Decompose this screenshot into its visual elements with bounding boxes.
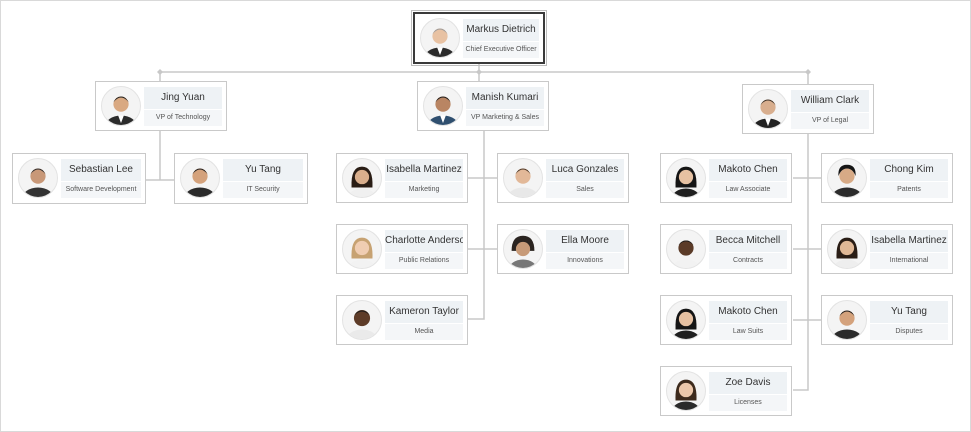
avatar	[18, 158, 58, 198]
person-title: Marketing	[385, 182, 463, 198]
person-name: Sebastian Lee	[61, 159, 141, 181]
person-name: Kameron Taylor	[385, 301, 463, 323]
avatar	[503, 158, 543, 198]
person-title: International	[870, 253, 948, 269]
org-node-mkt-2[interactable]: Charlotte Anderson Public Relations	[336, 224, 468, 274]
person-photo-icon	[508, 235, 538, 268]
avatar	[342, 300, 382, 340]
org-node-legal-4[interactable]: Makoto Chen Law Suits	[660, 295, 792, 345]
person-name: Becca Mitchell	[709, 230, 787, 252]
person-photo-icon	[671, 240, 701, 268]
person-title: Law Suits	[709, 324, 787, 340]
person-photo-icon	[427, 96, 459, 125]
person-title: IT Security	[223, 182, 303, 198]
person-name: Markus Dietrich	[463, 19, 539, 41]
org-node-legal-2[interactable]: Becca Mitchell Contracts	[660, 224, 792, 274]
person-title: VP of Technology	[144, 110, 222, 126]
org-node-vp-tech[interactable]: Jing Yuan VP of Technology	[95, 81, 227, 131]
org-node-vp-marketing[interactable]: Manish Kumari VP Marketing & Sales	[417, 81, 549, 131]
person-name: Luca Gonzales	[546, 159, 624, 181]
avatar	[342, 229, 382, 269]
avatar	[423, 86, 463, 126]
org-node-legal-0[interactable]: Makoto Chen Law Associate	[660, 153, 792, 203]
person-photo-icon	[105, 96, 137, 125]
person-photo-icon	[184, 168, 216, 197]
org-node-mkt-0[interactable]: Isabella Martinez Marketing	[336, 153, 468, 203]
person-name: Charlotte Anderson	[385, 230, 463, 252]
person-title: Sales	[546, 182, 624, 198]
person-title: Chief Executive Officer	[463, 42, 539, 58]
person-name: Zoe Davis	[709, 372, 787, 394]
avatar	[503, 229, 543, 269]
person-name: Isabella Martinez	[870, 230, 948, 252]
person-title: VP of Legal	[791, 113, 869, 129]
avatar	[420, 18, 460, 58]
person-photo-icon	[831, 164, 863, 197]
org-node-ceo[interactable]: Markus Dietrich Chief Executive Officer	[411, 10, 547, 66]
person-title: Public Relations	[385, 253, 463, 269]
person-photo-icon	[424, 28, 456, 57]
person-photo-icon	[347, 166, 377, 197]
person-photo-icon	[347, 237, 377, 268]
person-title: VP Marketing & Sales	[466, 110, 544, 126]
person-photo-icon	[752, 99, 784, 128]
person-photo-icon	[832, 237, 862, 268]
avatar	[342, 158, 382, 198]
person-name: William Clark	[791, 90, 869, 112]
person-name: Ella Moore	[546, 230, 624, 252]
person-photo-icon	[507, 168, 539, 197]
person-name: Yu Tang	[223, 159, 303, 181]
person-photo-icon	[346, 310, 378, 339]
person-title: Patents	[870, 182, 948, 198]
avatar	[666, 229, 706, 269]
person-photo-icon	[22, 168, 54, 197]
person-name: Chong Kim	[870, 159, 948, 181]
person-title: Media	[385, 324, 463, 340]
person-title: Licenses	[709, 395, 787, 411]
person-title: Software Development	[61, 182, 141, 198]
person-title: Innovations	[546, 253, 624, 269]
person-title: Disputes	[870, 324, 948, 340]
org-node-mkt-3[interactable]: Ella Moore Innovations	[497, 224, 629, 274]
avatar	[827, 229, 867, 269]
avatar	[827, 158, 867, 198]
person-title: Contracts	[709, 253, 787, 269]
org-node-vp-legal[interactable]: William Clark VP of Legal	[742, 84, 874, 134]
person-photo-icon	[671, 308, 701, 339]
person-title: Law Associate	[709, 182, 787, 198]
person-name: Manish Kumari	[466, 87, 544, 109]
avatar	[180, 158, 220, 198]
avatar	[748, 89, 788, 129]
org-node-tech-0[interactable]: Sebastian Lee Software Development	[12, 153, 146, 204]
avatar	[666, 158, 706, 198]
person-name: Makoto Chen	[709, 301, 787, 323]
person-name: Isabella Martinez	[385, 159, 463, 181]
person-photo-icon	[671, 166, 701, 197]
org-node-mkt-4[interactable]: Kameron Taylor Media	[336, 295, 468, 345]
org-node-legal-6[interactable]: Zoe Davis Licenses	[660, 366, 792, 416]
avatar	[101, 86, 141, 126]
person-photo-icon	[671, 379, 701, 410]
avatar	[666, 371, 706, 411]
person-name: Makoto Chen	[709, 159, 787, 181]
org-node-mkt-1[interactable]: Luca Gonzales Sales	[497, 153, 629, 203]
org-node-legal-3[interactable]: Isabella Martinez International	[821, 224, 953, 274]
person-name: Yu Tang	[870, 301, 948, 323]
person-photo-icon	[831, 310, 863, 339]
org-node-tech-1[interactable]: Yu Tang IT Security	[174, 153, 308, 204]
org-node-legal-5[interactable]: Yu Tang Disputes	[821, 295, 953, 345]
org-node-legal-1[interactable]: Chong Kim Patents	[821, 153, 953, 203]
person-name: Jing Yuan	[144, 87, 222, 109]
avatar	[827, 300, 867, 340]
avatar	[666, 300, 706, 340]
